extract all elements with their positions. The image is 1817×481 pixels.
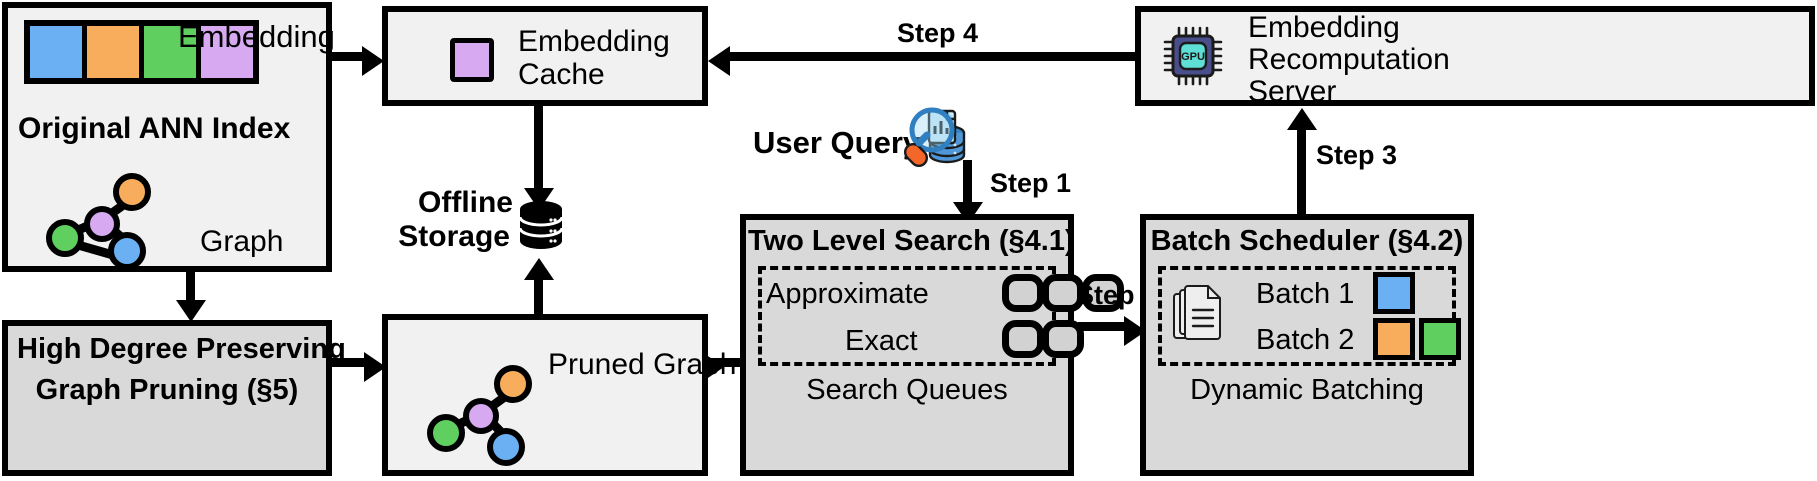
graph-pruning-box <box>2 320 332 476</box>
two-level-search-title: Two Level Search (§4.1) <box>748 225 1075 257</box>
batch-2-chip-green <box>1419 318 1461 360</box>
approximate-slot-1[interactable] <box>1002 274 1044 312</box>
approximate-slot-2[interactable] <box>1042 274 1084 312</box>
graph-label: Graph <box>200 225 284 258</box>
graph-node-blue <box>108 232 146 270</box>
arrow-pruned-to-storage-head <box>524 258 554 280</box>
batch-2-chip-orange <box>1373 318 1415 360</box>
gpu-chip-icon: GPU <box>1163 26 1223 86</box>
recomputation-server-box <box>1135 6 1815 106</box>
original-ann-index-title: Original ANN Index <box>18 112 291 145</box>
arrow-step3-head <box>1287 108 1317 130</box>
pruned-node-orange <box>494 365 532 403</box>
arrow-cache-to-storage-shaft <box>534 106 543 192</box>
step4-label: Step 4 <box>897 18 979 48</box>
approximate-slot-3[interactable] <box>1082 274 1124 312</box>
batch-1-chip-blue <box>1373 272 1415 314</box>
arrow-pruned-to-search-head <box>702 352 724 382</box>
arrow-step4-shaft <box>724 52 1136 61</box>
embedding-cell-green <box>144 26 201 78</box>
graph-node-orange <box>113 173 151 211</box>
recomputation-server-line3: Server <box>1248 75 1337 108</box>
batch-1-label: Batch 1 <box>1256 278 1355 310</box>
arrow-step4-head <box>708 46 730 76</box>
documents-stack-icon <box>1173 285 1221 340</box>
embedding-cache-line1: Embedding <box>518 25 670 58</box>
embedding-cell-blue <box>30 26 87 78</box>
arrow-step2-shaft <box>1078 322 1130 331</box>
graph-node-green <box>46 219 84 257</box>
query-search-database-icon <box>903 107 966 168</box>
batch-scheduler-box <box>1140 214 1474 476</box>
recomputation-server-line1: Embedding <box>1248 11 1400 44</box>
pruned-graph-box <box>382 314 708 476</box>
arrow-index-to-cache-shaft <box>332 52 368 61</box>
step3-label: Step 3 <box>1316 140 1398 170</box>
batch-scheduler-title: Batch Scheduler (§4.2) <box>1150 225 1464 257</box>
offline-storage-line2: Storage <box>398 220 510 253</box>
pruned-node-purple <box>463 398 499 434</box>
arrow-index-to-pruning-shaft <box>186 272 195 304</box>
arrow-pruned-to-search-shaft <box>708 358 740 367</box>
graph-pruning-title-line2: Graph Pruning (§5) <box>35 374 299 406</box>
dynamic-batching-group <box>1158 266 1456 366</box>
embedding-strip-icon <box>24 20 259 84</box>
arrow-pruned-to-storage-shaft <box>534 280 543 318</box>
embedding-cell-purple <box>201 26 253 78</box>
step1-label: Step 1 <box>990 168 1072 198</box>
batch-2-label: Batch 2 <box>1256 324 1355 356</box>
search-queues-group <box>758 266 1056 366</box>
user-query-label: User Query <box>753 125 921 160</box>
arrow-pruning-to-pruned-head <box>364 352 386 382</box>
arrow-step1-shaft <box>963 160 972 208</box>
exact-slot-2[interactable] <box>1042 320 1084 358</box>
embedding-cache-line2: Cache <box>518 58 605 91</box>
recomputation-server-line2: Recomputation <box>1248 43 1450 76</box>
search-row-label-exact: Exact <box>845 325 918 357</box>
pruned-node-green <box>427 414 465 452</box>
gpu-icon-text: GPU <box>1181 51 1205 63</box>
embedding-cache-chip-icon <box>450 38 494 82</box>
exact-slot-1[interactable] <box>1002 320 1044 358</box>
embedding-label: Embedding <box>178 19 335 54</box>
arrow-index-to-pruning-head <box>176 300 206 322</box>
arrow-index-to-cache-head <box>362 46 384 76</box>
offline-storage-line1: Offline <box>418 186 513 219</box>
two-level-search-box <box>740 214 1074 476</box>
arrow-step3-shaft <box>1297 130 1306 214</box>
database-cylinder-icon <box>518 201 564 249</box>
dynamic-batching-footer: Dynamic Batching <box>1190 374 1424 406</box>
pruned-node-blue <box>487 428 525 466</box>
arrow-pruning-to-pruned-shaft <box>332 358 370 367</box>
search-queues-footer: Search Queues <box>806 374 1008 406</box>
graph-pruning-title-line1: High Degree Preserving <box>17 333 346 365</box>
search-row-label-approximate: Approximate <box>766 278 929 310</box>
embedding-cell-orange <box>87 26 144 78</box>
embedding-cache-box <box>382 6 708 106</box>
